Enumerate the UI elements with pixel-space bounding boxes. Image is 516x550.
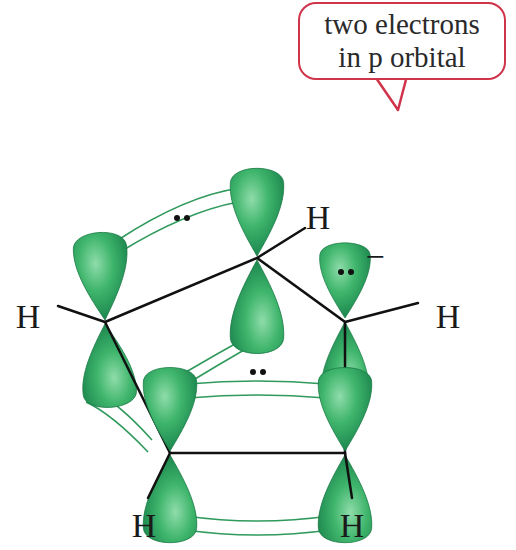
p-orbital-lobe xyxy=(320,243,371,318)
callout-text: two electrons in p orbital xyxy=(310,8,494,74)
p-orbital-lobe xyxy=(230,168,284,256)
hydrogen-label: H xyxy=(306,200,331,236)
electron-pair xyxy=(174,215,354,375)
hydrogen-label: H xyxy=(340,508,365,544)
p-orbital-lobe xyxy=(78,322,137,409)
p-orbital-lobe xyxy=(143,368,197,452)
ring-bonds xyxy=(58,228,418,498)
p-orbital-lobe xyxy=(230,260,284,354)
p-orbital-lobe xyxy=(318,368,372,452)
hydrogen-label: H xyxy=(16,299,41,335)
p-orbital-lobe xyxy=(72,231,132,322)
negative-charge: − xyxy=(365,239,384,275)
hydrogen-label: H xyxy=(436,299,461,335)
hydrogen-label: H xyxy=(132,508,157,544)
callout-box: two electrons in p orbital xyxy=(298,2,506,80)
